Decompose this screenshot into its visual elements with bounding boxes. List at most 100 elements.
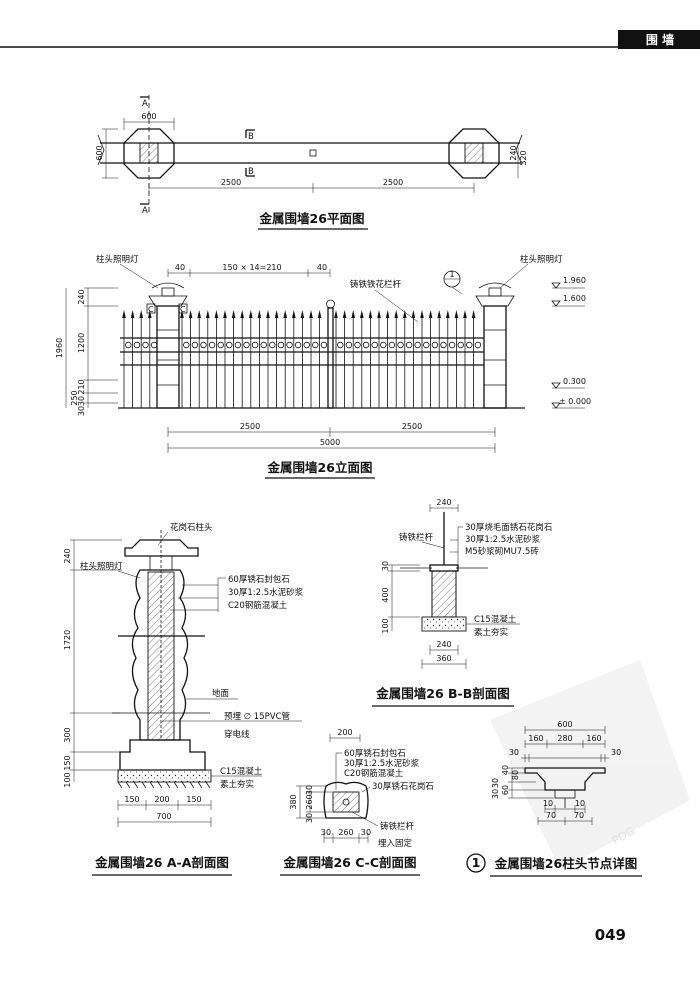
section-cc-title: 金属围墙26 C-C剖面图	[282, 855, 416, 870]
plan-dim-2500-b: 2500	[383, 178, 403, 187]
fence-picket-spear	[214, 310, 219, 318]
bb-soil-label: 素土夯实	[474, 627, 508, 638]
fence-picket-spear	[394, 310, 398, 318]
fence-rosette	[150, 341, 158, 349]
elev-dim-30a: 30	[77, 396, 86, 406]
fence-rosette	[251, 341, 259, 349]
bb-material-3: M5砂浆砌MU7.5砖	[465, 546, 539, 557]
fence-picket-spear	[317, 310, 322, 318]
cc-dim-260: 260	[305, 794, 314, 809]
fence-picket-spear	[411, 310, 416, 318]
aa-dim-b150a: 150	[124, 795, 139, 804]
elev-dim-250: 250	[70, 390, 79, 405]
aa-dim-b150b: 150	[186, 795, 201, 804]
fence-rosette	[142, 341, 149, 349]
det-dim-30b: 30	[611, 748, 621, 757]
aa-dim-700: 700	[156, 812, 171, 821]
fence-rosette	[380, 341, 387, 349]
fence-rosette	[269, 341, 276, 349]
fence-rosette	[405, 341, 413, 349]
elevation-pier-right	[475, 282, 515, 409]
bb-dim-240-top: 240	[436, 498, 451, 507]
fence-rosette	[208, 341, 216, 349]
cc-rail-label: 铸铁栏杆	[380, 821, 415, 832]
fence-rosette	[397, 341, 404, 349]
elev-dim-40a: 40	[175, 263, 185, 272]
elev-dim-40b: 40	[317, 263, 327, 272]
bb-c15-label: C15混凝土	[474, 614, 517, 625]
cc-dim-30a: 30	[305, 785, 314, 795]
elevation-pickets	[122, 310, 476, 408]
aa-material-3: C20钢筋混凝土	[228, 600, 288, 611]
plan-section-b-bottom: B	[248, 167, 254, 177]
section-aa-title: 金属围墙26 A-A剖面图	[94, 855, 229, 870]
fence-picket-spear	[283, 310, 287, 318]
fence-picket-spear	[385, 310, 390, 318]
fence-rosette	[371, 341, 378, 349]
fence-picket-spear	[437, 310, 441, 318]
aa-material-2: 30厚1:2.5水泥砂浆	[228, 587, 304, 598]
fence-picket-spear	[377, 310, 381, 318]
plan-dim-320: 320	[519, 150, 528, 165]
page-header: 围 墙	[0, 30, 700, 49]
elevation-pier-left	[148, 282, 188, 409]
fence-picket-spear	[454, 310, 459, 318]
fence-rosette	[474, 341, 482, 349]
fence-rosette	[320, 341, 328, 349]
fence-picket-spear	[420, 310, 424, 318]
elev-dim-210: 210	[77, 379, 86, 394]
bb-rail-label: 铸铁栏杆	[399, 532, 434, 543]
cc-material-3: C20钢筋混凝土	[344, 768, 404, 779]
fence-rosette	[133, 341, 141, 349]
fence-rosette	[234, 341, 242, 349]
fence-picket-spear	[188, 310, 193, 318]
fence-picket-spear	[197, 310, 201, 318]
det-dim-10b: 10	[575, 799, 585, 808]
det-dim-280: 280	[557, 734, 572, 743]
fence-rosette	[294, 341, 302, 349]
elevation-rosettes	[125, 341, 482, 349]
bb-dim-360: 360	[436, 654, 451, 663]
det-dim-160b: 160	[586, 734, 601, 743]
fence-picket-spear	[300, 310, 305, 318]
aa-dim-b200: 200	[154, 795, 169, 804]
fence-rosette	[466, 341, 473, 349]
bb-dim-100: 100	[381, 618, 390, 633]
fence-picket-spear	[342, 310, 347, 318]
elev-dim-5000: 5000	[320, 438, 340, 447]
plan-dim-600-top: 600	[141, 112, 156, 121]
fence-rosette	[312, 341, 319, 349]
bb-material-1: 30厚烧毛面锈石花岗石	[465, 522, 552, 533]
det-dim-70b: 70	[574, 811, 584, 820]
bb-dim-30: 30	[381, 561, 390, 571]
elev-dim-2500b: 2500	[402, 422, 422, 431]
plan-section-b-top: B	[248, 132, 254, 142]
fence-picket-spear	[148, 310, 152, 318]
fence-picket-spear	[334, 310, 338, 318]
aa-wire-label: 穿电线	[224, 729, 250, 740]
plan-pier-left	[123, 128, 175, 179]
det-dim-30d: 30	[491, 789, 500, 799]
cc-fix-label: 埋入固定	[378, 838, 413, 849]
fence-rosette	[303, 341, 310, 349]
bb-dim-400: 400	[381, 587, 390, 602]
plan-title: 金属围墙26平面图	[259, 211, 365, 226]
fence-rosette	[388, 341, 396, 349]
elev-dim-1200: 1200	[77, 333, 86, 353]
fence-rosette	[345, 341, 353, 349]
det-dim-80: 80	[511, 770, 520, 780]
fence-picket-spear	[446, 310, 450, 318]
cc-dim-380: 380	[289, 794, 298, 809]
aa-soil-label: 素土夯实	[220, 779, 254, 790]
bb-material-2: 30厚1:2.5水泥砂浆	[465, 534, 541, 545]
fence-rosette	[414, 341, 421, 349]
fence-picket-spear	[292, 310, 296, 318]
cc-material-1: 60厚锈石封包石	[344, 748, 406, 759]
fence-rosette	[191, 341, 199, 349]
det-dim-70a: 70	[546, 811, 556, 820]
fence-picket-spear	[463, 310, 467, 318]
aa-c15-label: C15混凝土	[220, 766, 263, 777]
fence-picket-spear	[130, 310, 135, 318]
plan-section-a-bottom: A	[142, 206, 148, 216]
fence-rosette	[243, 341, 250, 349]
